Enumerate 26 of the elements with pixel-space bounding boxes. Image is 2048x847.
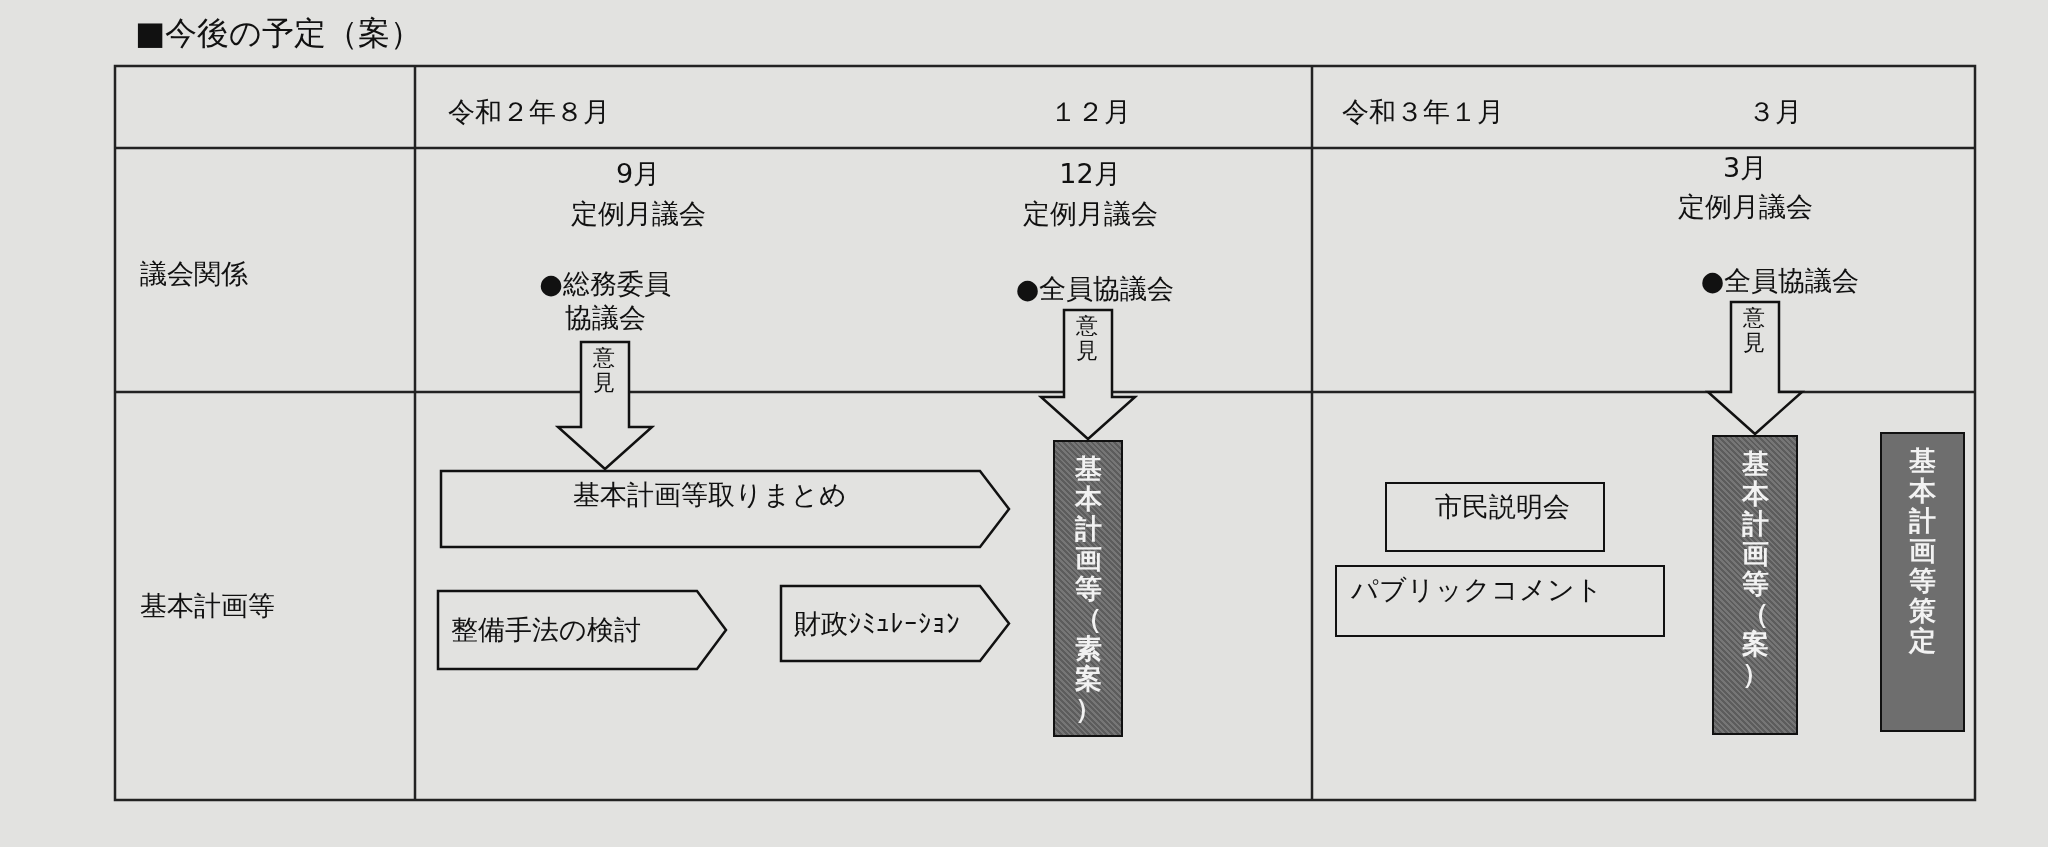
- plan-bar: 基本計画等（素案）: [1053, 440, 1123, 737]
- row-heading: 基本計画等: [140, 590, 275, 622]
- meeting-label: ●全員協議会: [1685, 262, 1875, 300]
- task-pentagon: 財政ｼﾐｭﾚｰｼｮﾝ: [780, 585, 1010, 662]
- meeting-label: ●全員協議会: [1000, 270, 1190, 308]
- month-heading: 令和２年８月: [448, 96, 610, 128]
- process-box: 市民説明会: [1385, 482, 1605, 552]
- title: ■今後の予定（案）: [135, 14, 423, 52]
- process-box: パブリックコメント: [1335, 565, 1665, 637]
- meeting-label: 定例月議会: [1022, 198, 1158, 230]
- month-heading: 令和３年１月: [1342, 96, 1504, 128]
- plan-bar: 基本計画等（案）: [1712, 435, 1798, 735]
- meeting-label: 定例月議会: [570, 198, 706, 230]
- month-heading: １２月: [1049, 96, 1131, 128]
- plan-bar: 基本計画等策定: [1880, 432, 1965, 732]
- row-heading: 議会関係: [140, 258, 248, 290]
- month-label: 3月: [1722, 152, 1768, 184]
- meeting-label: 定例月議会: [1677, 191, 1813, 223]
- meeting-label: ●総務委員協議会: [530, 262, 680, 340]
- task-pentagon: 整備手法の検討: [437, 590, 727, 670]
- edge-label: 意見: [1742, 305, 1766, 355]
- month-label: 9月: [615, 158, 661, 190]
- edge-label: 意見: [1075, 313, 1099, 363]
- edge-label: 意見: [592, 345, 616, 395]
- month-heading: ３月: [1748, 96, 1802, 128]
- month-label: 12月: [1059, 158, 1121, 190]
